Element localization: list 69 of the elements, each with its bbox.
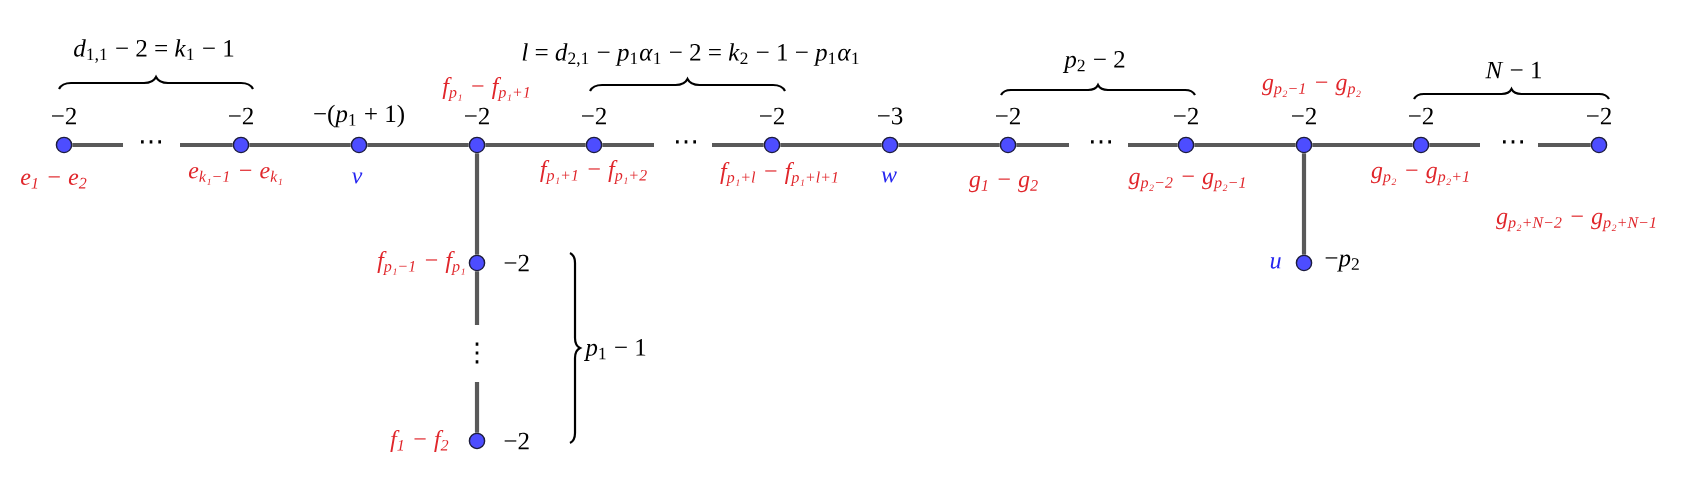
edge-line (70, 142, 235, 148)
vertex-label: w (881, 171, 897, 183)
weight-label: −2 (51, 107, 76, 125)
weight-label: −p$_{2}$ (1325, 254, 1359, 272)
edge-line (1301, 153, 1307, 255)
edge-line (1427, 142, 1593, 148)
vertex-label: f$_{p₁+1}$ − f$_{p₁+2}$ (540, 160, 647, 184)
ellipsis-label: ⋯ (141, 140, 161, 144)
weight-label: −2 (581, 107, 606, 125)
vertex-label: v (352, 172, 363, 184)
edge-line (780, 142, 882, 148)
vertex-label: f$_{1}$ − f$_{2}$ (390, 430, 449, 452)
brace-label: N − 1 (1485, 61, 1541, 79)
weight-label: −2 (1291, 107, 1316, 125)
weight-label: −2 (995, 107, 1020, 125)
brace-label: d$_{1,1}$ − 2 = k$_{1}$ − 1 (74, 39, 234, 63)
weight-label: −2 (504, 254, 529, 272)
edge-line (485, 142, 586, 148)
vertex-dot (1590, 136, 1608, 154)
vertex-dot (468, 254, 486, 272)
edge-line (474, 153, 480, 255)
vertex-dot (350, 136, 368, 154)
vertex-dot (468, 432, 486, 450)
vertex-dot (881, 136, 899, 154)
vertex-dot (999, 136, 1017, 154)
edge-line (898, 142, 1000, 148)
vertex-dot (1177, 136, 1195, 154)
vertex-dot (468, 136, 486, 154)
vertex-label: f$_{p₁−1}$ − f$_{p₁}$ (377, 251, 465, 275)
weight-label: −(p$_{1}$ + 1) (314, 104, 404, 128)
weight-label: −2 (1586, 107, 1611, 125)
weight-label: −2 (759, 107, 784, 125)
vertex-label: g$_{p₂+N−2}$ − g$_{p₂+N−1}$ (1496, 212, 1656, 232)
edge-line (367, 142, 469, 148)
vertex-dot (1295, 254, 1313, 272)
ellipsis-label: ⋮ (475, 342, 479, 364)
weight-label: −2 (228, 107, 253, 125)
vertex-dot (1412, 136, 1430, 154)
vertex-label: e$_{k₁−1}$ − e$_{k₁}$ (188, 166, 282, 186)
weight-label: −2 (464, 107, 489, 125)
vertex-label: g$_{p₂}$ − g$_{p₂+1}$ (1370, 166, 1469, 186)
edge-line (1014, 142, 1180, 148)
vertex-label: e$_{1}$ − e$_{2}$ (21, 173, 87, 189)
edge-line (474, 269, 480, 435)
vertex-label: f$_{p₁+l}$ − f$_{p₁+l+1}$ (720, 162, 838, 186)
brace-label: l = d$_{2,1}$ − p$_{1}$α$_{1}$ − 2 = k$_{2}$ − 1 − p$_{1}$α$_{1}$ (522, 43, 859, 67)
weight-label: −2 (1173, 107, 1198, 125)
vertex-dot (585, 136, 603, 154)
vertex-dot (1295, 136, 1313, 154)
weight-label: −2 (504, 432, 529, 450)
edge-line (1312, 142, 1413, 148)
vertex-dot (55, 136, 73, 154)
brace-label: p$_{1}$ − 1 (583, 339, 646, 361)
vertex-label: u (1270, 257, 1281, 269)
ellipsis-label: ⋯ (1503, 140, 1523, 144)
vertex-label: g$_{p₂−2}$ − g$_{p₂−1}$ (1128, 172, 1245, 192)
vertex-label: g$_{p₂−1}$ − g$_{p₂}$ (1261, 78, 1361, 98)
brace-label: p$_{2}$ − 2 (1062, 51, 1125, 73)
vertex-label: g$_{1}$ − g$_{2}$ (968, 175, 1038, 193)
vertex-dot (232, 136, 250, 154)
ellipsis-label: ⋯ (676, 140, 696, 144)
weight-label: −2 (1408, 107, 1433, 125)
vertex-label: f$_{p₁}$ − f$_{p₁+1}$ (442, 77, 529, 101)
ellipsis-label: ⋯ (1091, 140, 1111, 144)
edge-line (249, 142, 351, 148)
edge-line (600, 142, 766, 148)
weight-label: −3 (877, 107, 903, 125)
vertex-dot (763, 136, 781, 154)
edge-line (1194, 142, 1296, 148)
